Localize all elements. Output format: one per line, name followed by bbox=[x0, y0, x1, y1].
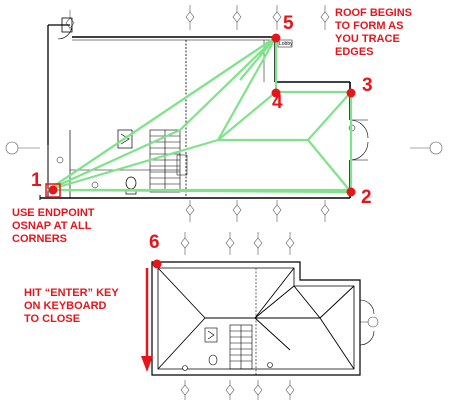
grid-markers-bottom bbox=[180, 232, 379, 400]
roof-note-line-1: ROOF BEGINS bbox=[335, 7, 413, 19]
step-number-3: 3 bbox=[362, 75, 373, 96]
enter-note-line-2: ON KEYBOARD bbox=[24, 300, 107, 312]
endpoint-note-line-3: CORNERS bbox=[12, 233, 68, 245]
roof-trace bbox=[46, 35, 353, 194]
step-number-4: 4 bbox=[272, 92, 283, 113]
roof-note: ROOF BEGINS TO FORM AS YOU TRACE EDGES bbox=[335, 7, 412, 59]
step-number-6: 6 bbox=[149, 232, 160, 253]
upper-fixtures bbox=[117, 129, 188, 195]
corner-dot-1 bbox=[48, 185, 58, 195]
step-number-1: 1 bbox=[31, 170, 42, 191]
enter-note-line-3: TO CLOSE bbox=[24, 313, 81, 325]
endpoint-marker bbox=[45, 183, 61, 198]
enter-note-line-1: HIT “ENTER” KEY bbox=[24, 287, 119, 299]
upper-walls bbox=[39, 17, 369, 200]
lower-interior bbox=[182, 268, 375, 375]
corner-dot-5 bbox=[271, 33, 281, 43]
room-tag: Lobby bbox=[279, 41, 293, 47]
corner-dot-4 bbox=[271, 88, 281, 98]
corner-dot-3 bbox=[346, 88, 356, 98]
endpoint-note-line-1: USE ENDPOINT bbox=[12, 207, 95, 219]
corner-dot-6 bbox=[152, 259, 162, 269]
upper-stairs bbox=[149, 129, 181, 193]
step-number-2: 2 bbox=[361, 187, 372, 208]
corner-dot-2 bbox=[346, 187, 356, 197]
roof-note-line-2: TO FORM AS bbox=[335, 20, 404, 32]
enter-note: HIT “ENTER” KEY ON KEYBOARD TO CLOSE bbox=[24, 287, 119, 326]
roof-note-line-4: EDGES bbox=[335, 46, 374, 58]
roof-note-line-3: YOU TRACE bbox=[335, 33, 400, 45]
grid-markers-top bbox=[5, 5, 443, 222]
lower-plan bbox=[151, 232, 379, 400]
lower-hip-lines bbox=[157, 267, 355, 370]
close-arrow bbox=[141, 268, 153, 372]
endpoint-note-line-2: OSNAP AT ALL bbox=[12, 220, 92, 232]
endpoint-note: USE ENDPOINT OSNAP AT ALL CORNERS bbox=[12, 207, 95, 246]
step-number-5: 5 bbox=[283, 13, 294, 34]
